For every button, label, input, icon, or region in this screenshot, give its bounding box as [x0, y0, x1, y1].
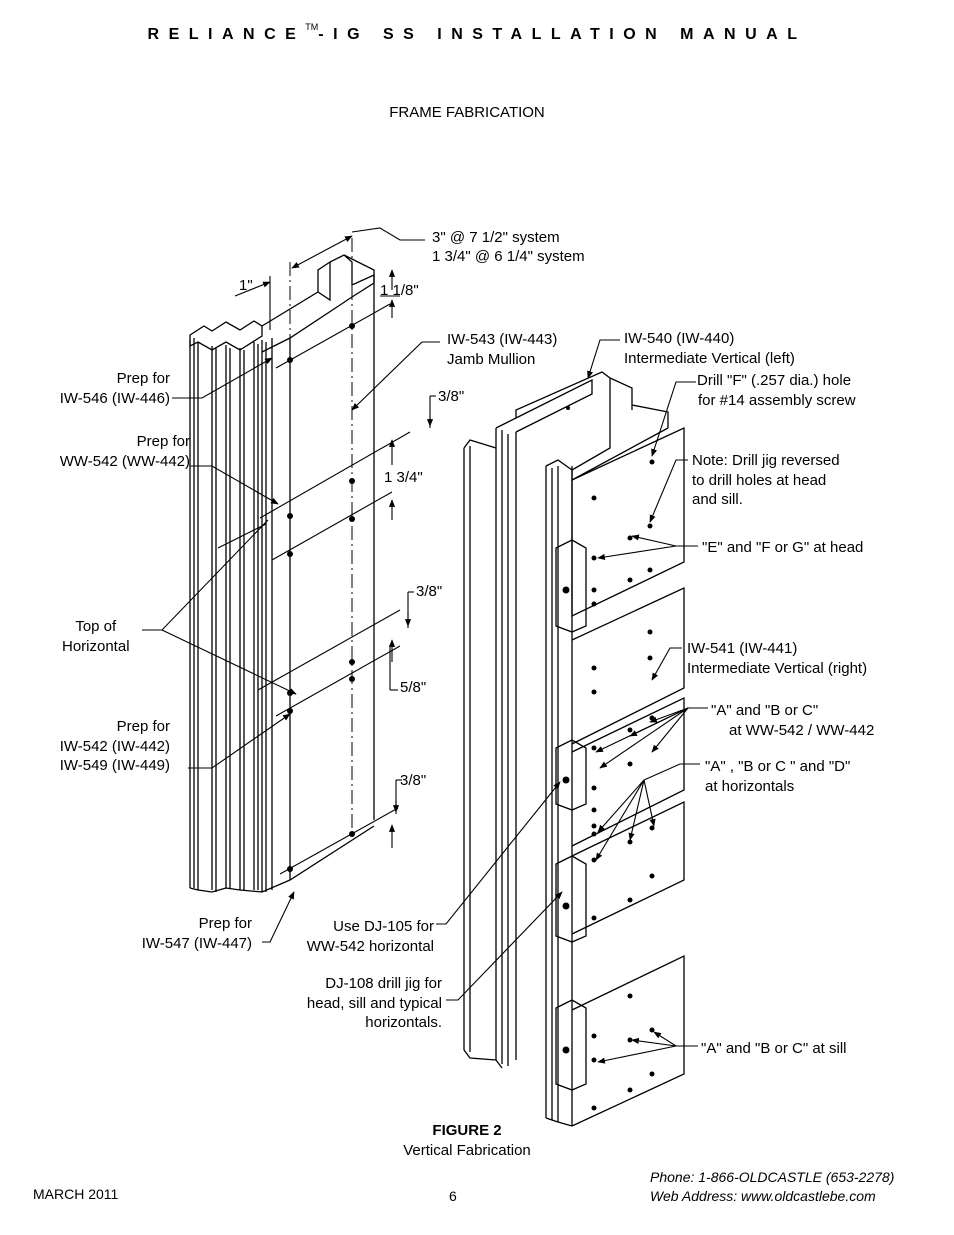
header-title-pre: RELIANCE: [147, 26, 306, 43]
label-note-jig-reversed: Note: Drill jig reversed to drill holes …: [692, 451, 840, 510]
label-line: "A" and "B or C": [711, 702, 819, 719]
label-line: Use DJ-105 for: [333, 918, 434, 935]
dim-five-eighth: 5/8": [400, 679, 427, 696]
label-line: IW-540 (IW-440): [624, 330, 735, 347]
label-line: at WW-542 / WW-442: [729, 721, 875, 739]
label-prep-iw547: Prep for IW-547 (IW-447): [142, 914, 252, 953]
label-line: Jamb Mullion: [447, 350, 536, 368]
label-line: Prep for: [198, 915, 252, 932]
label-line: Prep for: [116, 370, 170, 387]
jig-holes: [562, 406, 655, 1111]
label-line: to drill holes at head: [692, 471, 827, 489]
label-line: Prep for: [136, 433, 190, 450]
label-line: Intermediate Vertical (left): [624, 349, 795, 367]
label-line: Prep for: [116, 718, 170, 735]
figure-subtitle: Vertical Fabrication: [403, 1142, 531, 1159]
dim-three-eighth-a: 3/8": [438, 388, 465, 405]
label-prep-iw546: Prep for IW-546 (IW-446): [60, 369, 170, 408]
label-line: Horizontal: [62, 637, 130, 655]
manual-header: RELIANCETM-IG SS INSTALLATION MANUAL: [0, 22, 954, 44]
label-line: Intermediate Vertical (right): [687, 659, 868, 677]
dim-three-eighth-c: 3/8": [400, 772, 427, 789]
dim-system-line2: 1 3/4" @ 6 1/4" system: [432, 248, 585, 265]
label-line: head, sill and typical: [306, 994, 442, 1012]
label-line: for #14 assembly screw: [698, 391, 856, 409]
dim-three-eighth-b: 3/8": [416, 583, 443, 600]
figure-title: FIGURE 2: [432, 1122, 502, 1139]
label-top-of-horizontal: Top of Horizontal: [62, 617, 130, 656]
label-line: and sill.: [692, 491, 743, 508]
label-line: IW-549 (IW-449): [59, 757, 170, 774]
label-line: IW-542 (IW-442): [59, 737, 170, 755]
dim-system-line1: 3" @ 7 1/2" system: [432, 229, 560, 246]
label-dj108: DJ-108 drill jig for head, sill and typi…: [307, 974, 442, 1033]
intermediate-verticals-extrusion: [463, 371, 685, 1127]
label-line: horizontals.: [365, 1014, 442, 1031]
label-prep-ww542: Prep for WW-542 (WW-442): [60, 432, 190, 471]
dim-one-eighth: 1 1/8": [380, 282, 419, 299]
label-line: IW-543 (IW-443): [447, 331, 558, 348]
label-iw540: IW-540 (IW-440) Intermediate Vertical (l…: [624, 329, 795, 368]
label-prep-iw542: Prep for IW-542 (IW-442) IW-549 (IW-449): [60, 717, 170, 776]
footer-phone: Phone: 1-866-OLDCASTLE (653-2278): [650, 1169, 895, 1185]
label-drill-f: Drill "F" (.257 dia.) hole for #14 assem…: [697, 371, 856, 410]
footer-web-address: Web Address: www.oldcastlebe.com: [650, 1188, 876, 1204]
dim-one-three-quarter: 1 3/4": [384, 469, 423, 486]
label-line: WW-542 horizontal: [306, 937, 434, 955]
label-horizontal-holes: "A" , "B or C " and "D" at horizontals: [705, 757, 850, 796]
jamb-drill-holes: [287, 323, 355, 872]
jamb-mullion-extrusion: [189, 254, 375, 893]
label-line: DJ-108 drill jig for: [325, 975, 442, 992]
footer-page-number: 6: [449, 1188, 457, 1204]
label-line: Top of: [75, 618, 117, 635]
label-head-holes: "E" and "F or G" at head: [702, 539, 864, 556]
label-line: Drill "F" (.257 dia.) hole: [697, 372, 852, 389]
label-line: WW-542 (WW-442): [59, 452, 190, 470]
label-line: IW-547 (IW-447): [141, 934, 252, 952]
label-ww542-holes: "A" and "B or C" at WW-542 / WW-442: [711, 701, 874, 740]
label-line: Note: Drill jig reversed: [692, 452, 840, 469]
footer-date: MARCH 2011: [33, 1186, 119, 1202]
label-iw541: IW-541 (IW-441) Intermediate Vertical (r…: [687, 639, 867, 678]
label-line: "A" , "B or C " and "D": [705, 758, 851, 775]
label-jamb-mullion: IW-543 (IW-443) Jamb Mullion: [447, 330, 557, 369]
dim-one-inch: 1": [239, 277, 253, 294]
label-line: IW-541 (IW-441): [687, 640, 798, 657]
label-line: at horizontals: [705, 777, 795, 795]
header-title-post: -IG SS INSTALLATION MANUAL: [318, 26, 807, 43]
label-sill-holes: "A" and "B or C" at sill: [701, 1040, 847, 1057]
label-line: IW-546 (IW-446): [59, 389, 170, 407]
section-title: FRAME FABRICATION: [389, 104, 545, 121]
label-dj105: Use DJ-105 for WW-542 horizontal: [307, 917, 434, 956]
trademark-symbol: TM: [305, 22, 319, 32]
